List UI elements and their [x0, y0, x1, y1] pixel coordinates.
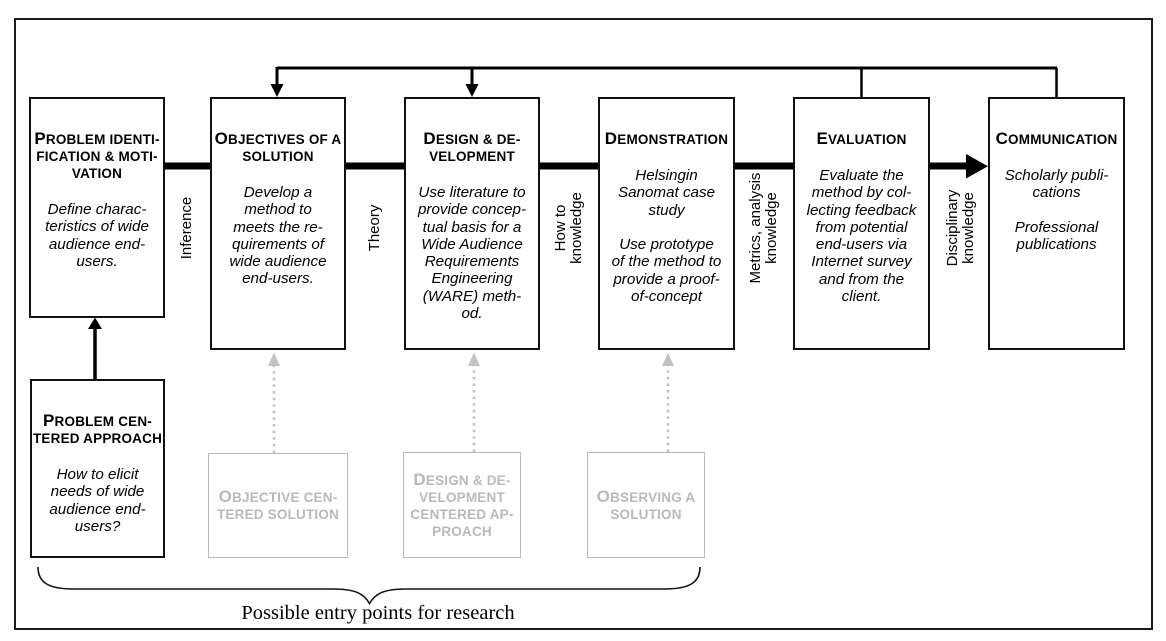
box-body: Develop a method to meets the re- quirem…	[229, 184, 327, 288]
box-heading: PROBLEM IDENTI- FICATION & MOTI- VATION	[34, 129, 160, 181]
box-design-development-centered-approach: DESIGN & DE- VELOPMENT CENTERED AP- PROA…	[403, 452, 521, 558]
box-body: Define charac- teristics of wide audienc…	[45, 201, 149, 270]
box-heading: OBJECTIVE CEN- TERED SOLUTION	[216, 487, 340, 522]
flow-label-disciplinary-knowledge: Disciplinary knowledge	[943, 189, 978, 267]
box-body: Evaluate the method by col- lecting feed…	[806, 167, 917, 306]
flow-label-inference: Inference	[177, 196, 195, 260]
box-heading: OBJECTIVES OF A SOLUTION	[214, 129, 342, 164]
box-body: How to elicit needs of wide audience end…	[49, 466, 146, 535]
box-evaluation: EVALUATION Evaluate the method by col- l…	[793, 97, 930, 350]
box-heading: DESIGN & DE- VELOPMENT CENTERED AP- PROA…	[410, 469, 514, 539]
box-heading: EVALUATION	[816, 129, 907, 148]
box-communication: COMMUNICATION Scholarly publi- cations P…	[988, 97, 1125, 350]
box-objectives-of-solution: OBJECTIVES OF A SOLUTION Develop a metho…	[210, 97, 346, 350]
box-body: Helsingin Sanomat case study Use prototy…	[611, 167, 722, 306]
box-heading: DESIGN & DE- VELOPMENT	[423, 129, 521, 164]
box-design-development: DESIGN & DE- VELOPMENT Use literature to…	[404, 97, 540, 350]
box-heading: PROBLEM CEN- TERED APPROACH	[32, 411, 163, 446]
box-problem-centered-approach: PROBLEM CEN- TERED APPROACH How to elici…	[30, 379, 165, 558]
flow-label-metrics-analysis-knowledge: Metrics, analysis knowledge	[746, 172, 781, 284]
box-demonstration: DEMONSTRATION Helsingin Sanomat case stu…	[598, 97, 735, 350]
diagram-border	[14, 18, 1153, 630]
box-heading: COMMUNICATION	[995, 129, 1118, 148]
box-objective-centered-solution: OBJECTIVE CEN- TERED SOLUTION	[208, 453, 348, 558]
flow-label-theory: Theory	[365, 204, 383, 252]
box-problem-identification: PROBLEM IDENTI- FICATION & MOTI- VATION …	[29, 97, 165, 318]
box-heading: OBSERVING A SOLUTION	[596, 486, 696, 522]
box-body: Scholarly publi- cations Professional pu…	[1004, 167, 1109, 254]
entry-points-caption: Possible entry points for research	[241, 602, 515, 624]
box-body: Use literature to provide concep- tual b…	[417, 184, 527, 323]
flow-label-how-to-knowledge: How to knowledge	[551, 192, 586, 264]
box-heading: DEMONSTRATION	[604, 129, 729, 148]
box-observing-a-solution: OBSERVING A SOLUTION	[587, 452, 705, 558]
